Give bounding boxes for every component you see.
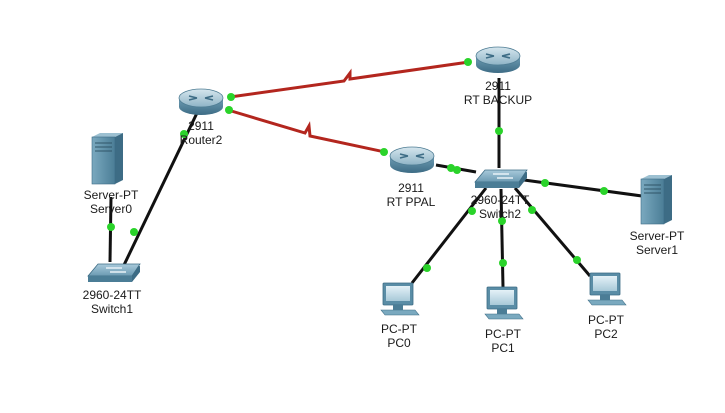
- port-up-indicator: [600, 187, 608, 195]
- port-up-indicator: [573, 256, 581, 264]
- switch2-model: 2960-24TT: [470, 193, 530, 207]
- port-up-indicator: [423, 264, 431, 272]
- rtbackup-icon[interactable]: [475, 46, 521, 73]
- port-up-indicator: [541, 179, 549, 187]
- router2-label: 2911 Router2: [180, 119, 223, 147]
- pc2-model: PC-PT: [588, 313, 624, 327]
- port-up-indicator: [468, 207, 476, 215]
- port-up-indicator: [528, 206, 536, 214]
- switch1-model: 2960-24TT: [82, 288, 142, 302]
- pc0-label: PC-PT PC0: [381, 322, 417, 350]
- pc0-name: PC0: [387, 336, 411, 350]
- pc0-model: PC-PT: [381, 322, 417, 336]
- switch2-name: Switch2: [478, 207, 522, 221]
- serial-link-router2-rtbackup[interactable]: [229, 60, 470, 99]
- port-up-indicator: [225, 106, 233, 114]
- serial-link-router2-rtppal[interactable]: [227, 108, 386, 154]
- server1-model: Server-PT: [629, 229, 685, 243]
- pc1-icon[interactable]: [484, 286, 524, 320]
- router2-model: 2911: [188, 119, 214, 133]
- pc2-name: PC2: [594, 327, 618, 341]
- server0-name: Server0: [89, 202, 133, 216]
- pc2-icon[interactable]: [587, 272, 627, 306]
- pc1-label: PC-PT PC1: [485, 327, 521, 355]
- port-up-indicator: [498, 217, 506, 225]
- port-up-indicator: [107, 223, 115, 231]
- port-up-indicator: [495, 127, 503, 135]
- port-up-indicator: [227, 93, 235, 101]
- switch1-label: 2960-24TT Switch1: [83, 288, 142, 316]
- rtbackup-name: RT BACKUP: [463, 93, 533, 107]
- pc2-label: PC-PT PC2: [588, 313, 624, 341]
- pc1-name: PC1: [491, 341, 515, 355]
- server1-icon[interactable]: [640, 175, 672, 225]
- server0-model: Server-PT: [83, 188, 139, 202]
- switch2-label: 2960-24TT Switch2: [471, 193, 530, 221]
- pc1-model: PC-PT: [485, 327, 521, 341]
- router2-name: Router2: [179, 133, 223, 147]
- rtppal-name: RT PPAL: [386, 195, 436, 209]
- switch1-icon[interactable]: [87, 263, 141, 282]
- server1-label: Server-PT Server1: [630, 229, 685, 257]
- rtppal-icon[interactable]: [389, 146, 435, 173]
- pc0-icon[interactable]: [380, 282, 420, 316]
- rtppal-label: 2911 RT PPAL: [387, 181, 436, 209]
- server0-label: Server-PT Server0: [84, 188, 139, 216]
- ethernet-link-switch2-pc1[interactable]: [499, 188, 505, 288]
- port-up-indicator: [180, 130, 188, 138]
- rtbackup-model: 2911: [485, 79, 511, 93]
- port-up-indicator: [464, 58, 472, 66]
- port-up-indicator: [499, 259, 507, 267]
- switch2-icon[interactable]: [474, 169, 528, 188]
- rtppal-model: 2911: [398, 181, 424, 195]
- router2-icon[interactable]: [178, 88, 224, 115]
- ethernet-link-router2-switch1[interactable]: [122, 112, 199, 266]
- port-up-indicator: [130, 228, 138, 236]
- server1-name: Server1: [635, 243, 679, 257]
- server0-icon[interactable]: [91, 133, 123, 185]
- rtbackup-label: 2911 RT BACKUP: [464, 79, 532, 107]
- port-up-indicator: [380, 148, 388, 156]
- switch1-name: Switch1: [90, 302, 134, 316]
- port-up-indicator: [453, 166, 461, 174]
